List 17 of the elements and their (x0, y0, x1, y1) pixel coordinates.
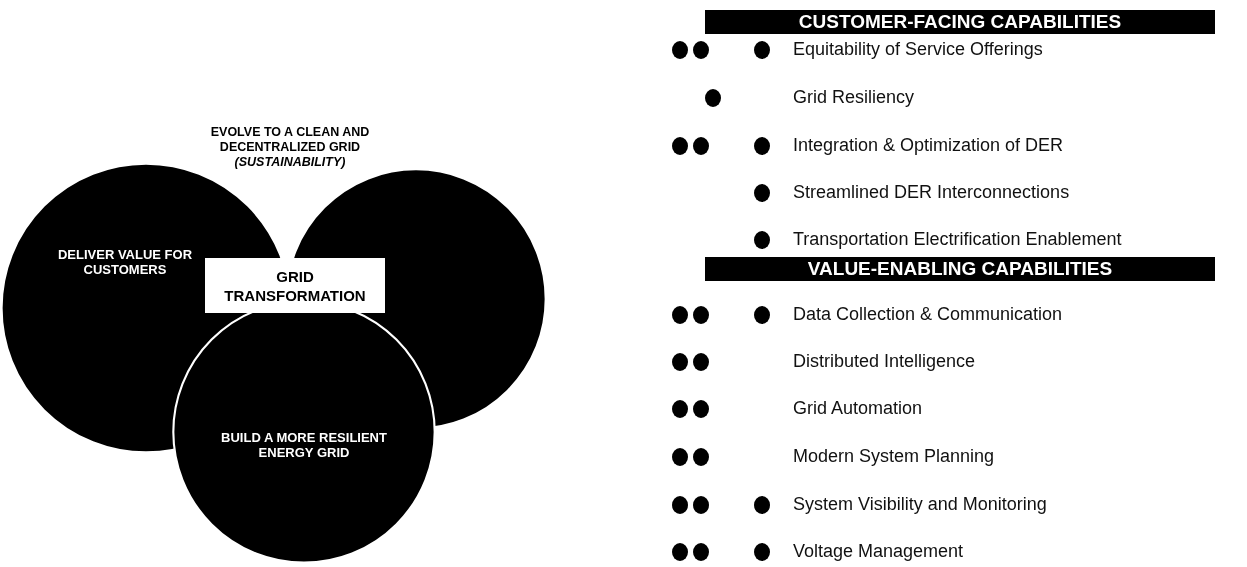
capability-text: Grid Automation (793, 398, 923, 419)
section-header-bar: CUSTOMER-FACING CAPABILITIES (705, 10, 1215, 34)
capability-text: Integration & Optimization of DER (793, 135, 1064, 156)
circle-heading: BUILD A MORE RESILIENT ENERGY GRID (220, 430, 388, 460)
capability-text: System Visibility and Monitoring (793, 494, 1047, 515)
center-label-box: GRID TRANSFORMATION (205, 258, 385, 313)
circle-heading: DELIVER VALUE FOR CUSTOMERS (56, 247, 194, 277)
capability-text: Streamlined DER Interconnections (793, 182, 1070, 203)
capability-text: Distributed Intelligence (793, 351, 976, 372)
capability-text: Grid Resiliency (793, 87, 915, 108)
section-header-bar: VALUE-ENABLING CAPABILITIES (705, 257, 1215, 281)
capability-text: Voltage Management (793, 541, 964, 562)
capability-text: Transportation Electrification Enablement (793, 229, 1122, 250)
capability-text: Equitability of Service Offerings (793, 39, 1043, 60)
capability-text: Modern System Planning (793, 446, 995, 467)
capability-text: Data Collection & Communication (793, 304, 1063, 325)
top-heading: EVOLVE TO A CLEAN AND DECENTRALIZED GRID (SUSTAINABILITY) (209, 125, 371, 170)
